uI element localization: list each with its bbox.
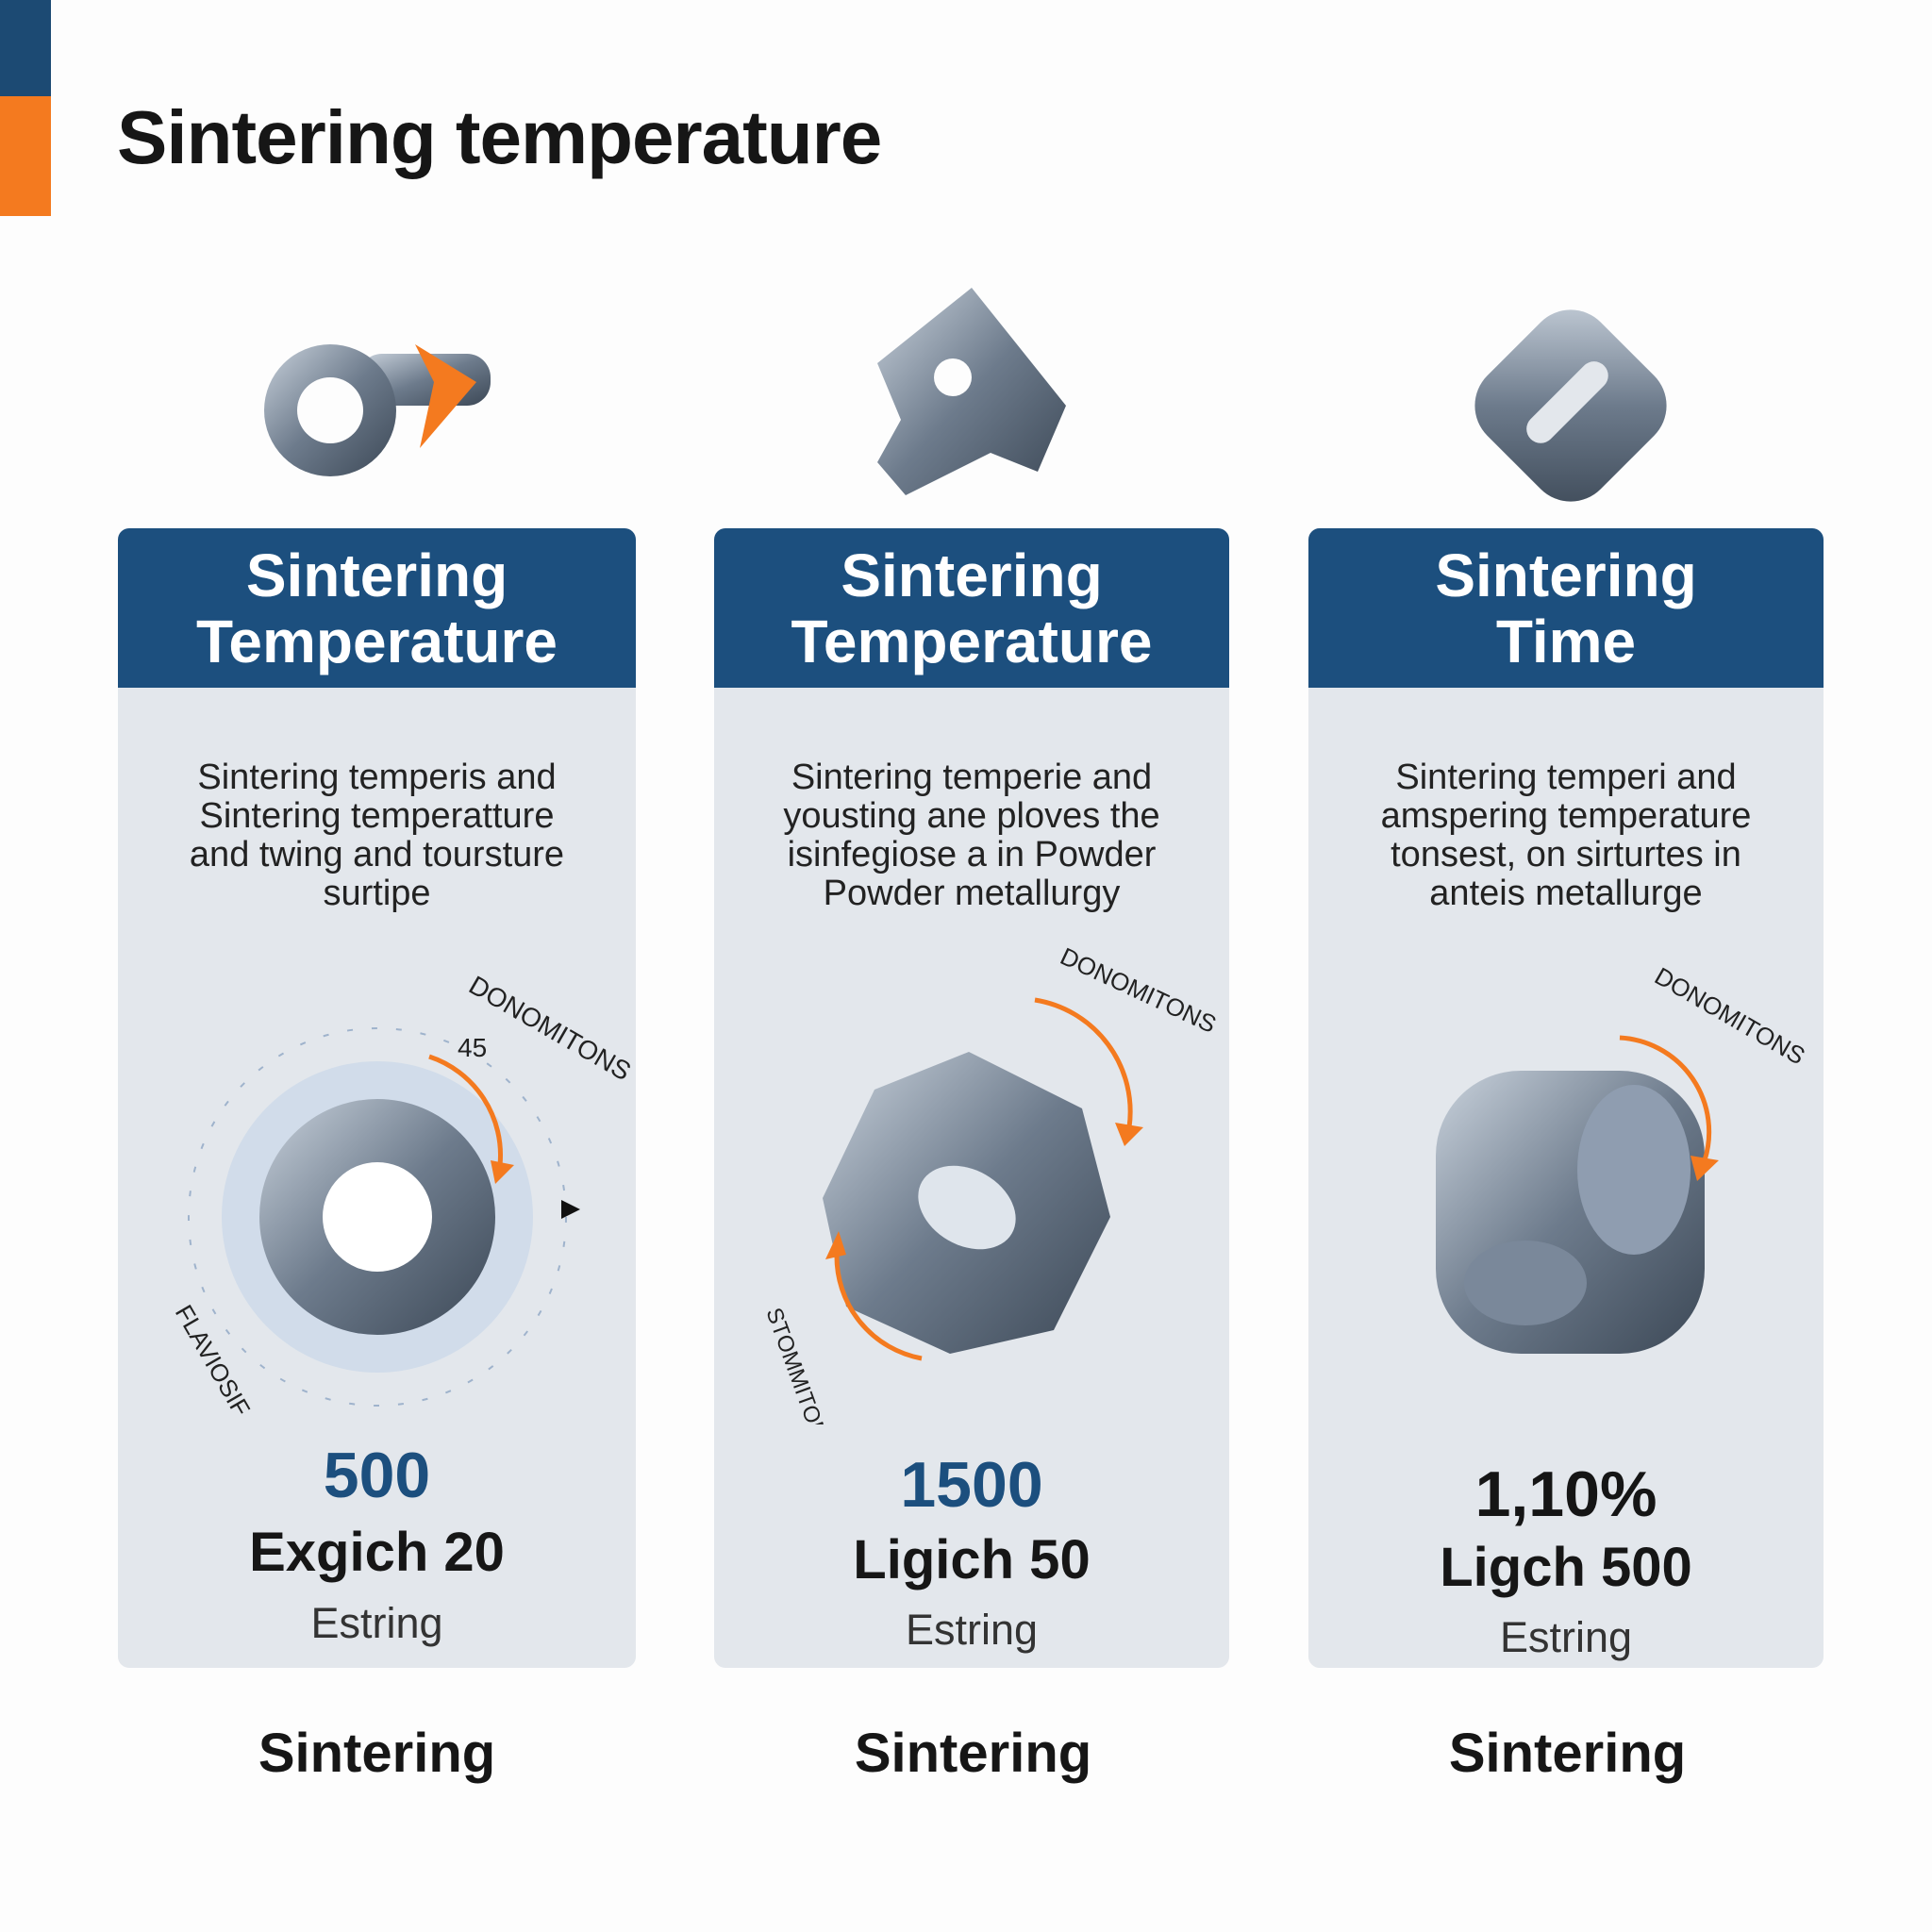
card-caption: Estring [905,1606,1039,1654]
accent-bar-blue [0,0,51,96]
card-sintering-temperature-2: Sintering Temperature Sintering temperie… [714,528,1229,1668]
desc-line: Sintering temperi and [1395,758,1737,797]
washer-illustration: 45 DONOMITONS FLAVIOSIF [118,934,636,1424]
card-header: Sintering Time [1308,528,1824,688]
annotation-label: 45 [458,1033,487,1062]
card-header: Sintering Temperature [714,528,1229,688]
card-value: 500 [323,1440,431,1511]
ring-lug-part-icon [264,344,491,476]
card-subtitle: Ligich 50 [853,1529,1091,1591]
card-heading-line: Sintering [1435,541,1697,609]
card-heading-line: Sintering [841,541,1103,609]
desc-line: isinfegiose a in Powder [787,835,1157,874]
card-heading-line: Sintering [245,541,508,609]
page-title: Sintering temperature [117,95,882,179]
card-subtitle: Ligch 500 [1440,1537,1692,1598]
bushing-illustration: DONOMITONS [1308,934,1824,1424]
desc-line: surtipe [323,874,431,913]
desc-line: anteis metallurge [1429,874,1703,913]
card-subtitle: Exgich 20 [249,1522,505,1583]
card-caption: Estring [310,1599,443,1647]
card-caption: Estring [1499,1613,1633,1661]
card-header: Sintering Temperature [118,528,636,688]
annotation-label: FLAVIOSIF [170,1300,256,1421]
square-link-part-icon [1474,309,1667,502]
card-heading-line: Time [1495,608,1637,675]
accent-bar-orange [0,96,51,216]
desc-line: yousting ane ploves the [783,796,1160,836]
footer-label: Sintering [1448,1723,1687,1784]
card-description: Sintering temperi and amspering temperat… [1308,758,1824,913]
footer-label: Sintering [258,1723,496,1784]
annotation-label: DONOMITONS [1650,961,1810,1070]
annotation-label: STOMMITONS [760,1305,837,1424]
card-heading-line: Temperature [196,608,558,675]
desc-line: Sintering temperatture [199,796,555,836]
desc-line: and twing and toursture [189,835,565,874]
hex-nut-illustration: DONOMITONS STOMMITONS [714,934,1229,1457]
footer-label: Sintering [854,1723,1092,1784]
card-sintering-time: Sintering Time Sintering temperi and ams… [1308,528,1824,1668]
card-sintering-temperature-1: Sintering Temperature Sintering temperis… [118,528,636,1668]
desc-line: Sintering temperie and [791,758,1153,797]
desc-line: tonsest, on sirturtes in [1391,835,1741,874]
desc-line: Sintering temperis and [197,758,557,797]
card-heading-line: Temperature [791,608,1153,675]
desc-line: Powder metallurgy [823,874,1121,913]
card-value: 1,10% [1474,1458,1657,1530]
card-description: Sintering temperie and yousting ane plov… [714,758,1229,913]
desc-line: amspering temperature [1380,796,1752,836]
annotation-label: DONOMITONS [464,970,636,1086]
card-description: Sintering temperis and Sintering tempera… [118,758,636,913]
bracket-part-icon [877,288,1066,495]
card-value: 1500 [900,1449,1043,1521]
annotation-label: DONOMITONS [1056,941,1221,1039]
